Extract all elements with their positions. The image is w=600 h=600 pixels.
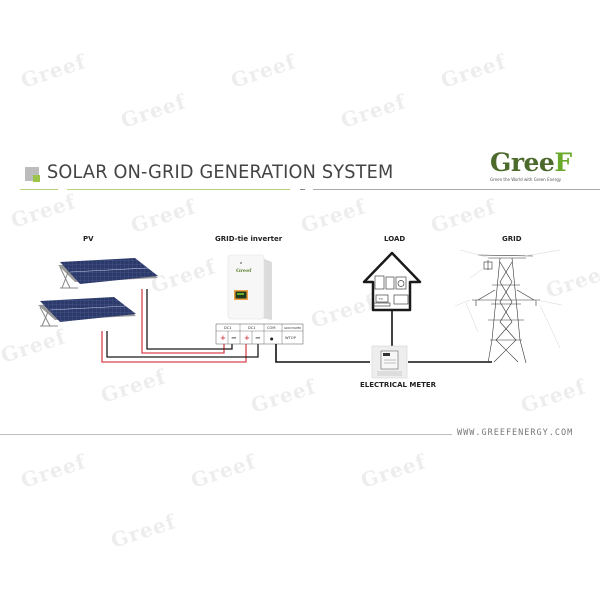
load-label: LOAD [384,235,406,243]
terminal-plus: + [220,334,226,342]
page-title: SOLAR ON-GRID GENERATION SYSTEM [47,161,394,183]
footer-line [0,434,452,435]
tv-label: TV [378,297,384,301]
electric-meter-icon [371,345,408,379]
website-link[interactable]: WWW.GREEFENERGY.COM [457,428,574,438]
title-square-icon [25,167,40,182]
inverter-brand: Greef [236,268,252,274]
header-underline [313,189,600,190]
header-underline [300,189,305,190]
inverter-label: GRID-tie inverter [215,235,283,243]
terminal-block: DC1 DC1 COM GRID POWER + − + − ● WTOP [215,323,304,345]
pv-label: PV [83,235,94,243]
house-icon [362,251,422,312]
header-underline [67,189,290,190]
greef-logo: GreeF Green the World with Green Energy [490,148,572,183]
header-underline [20,189,58,190]
terminal-header-dc2: DC1 [248,326,256,330]
logo-word: Gree [490,148,555,177]
solar-panel-icon [58,258,158,289]
dc-wiring [101,289,259,363]
meter-label: ELECTRICAL METER [360,381,437,389]
inverter-icon: Greef [227,254,272,320]
terminal-com-dot: ● [270,336,274,341]
terminal-grid-cell: WTOP [285,336,297,340]
appliances-icon [373,275,409,307]
terminal-minus: − [255,334,261,342]
terminal-minus: − [231,334,237,342]
logo-word-last: F [554,148,572,177]
transmission-tower-icon [472,254,540,364]
terminal-header-com: COM [267,326,275,330]
terminal-plus: + [244,334,250,342]
terminal-header-dc1: DC1 [224,326,232,330]
grid-label: GRID [502,235,522,243]
logo-tagline: Green the World with Green Energy [490,177,562,182]
solar-panel-icon [38,297,136,327]
ac-wiring [275,310,492,363]
terminal-header-grid: GRID POWER [284,326,301,330]
power-lines [454,249,563,349]
